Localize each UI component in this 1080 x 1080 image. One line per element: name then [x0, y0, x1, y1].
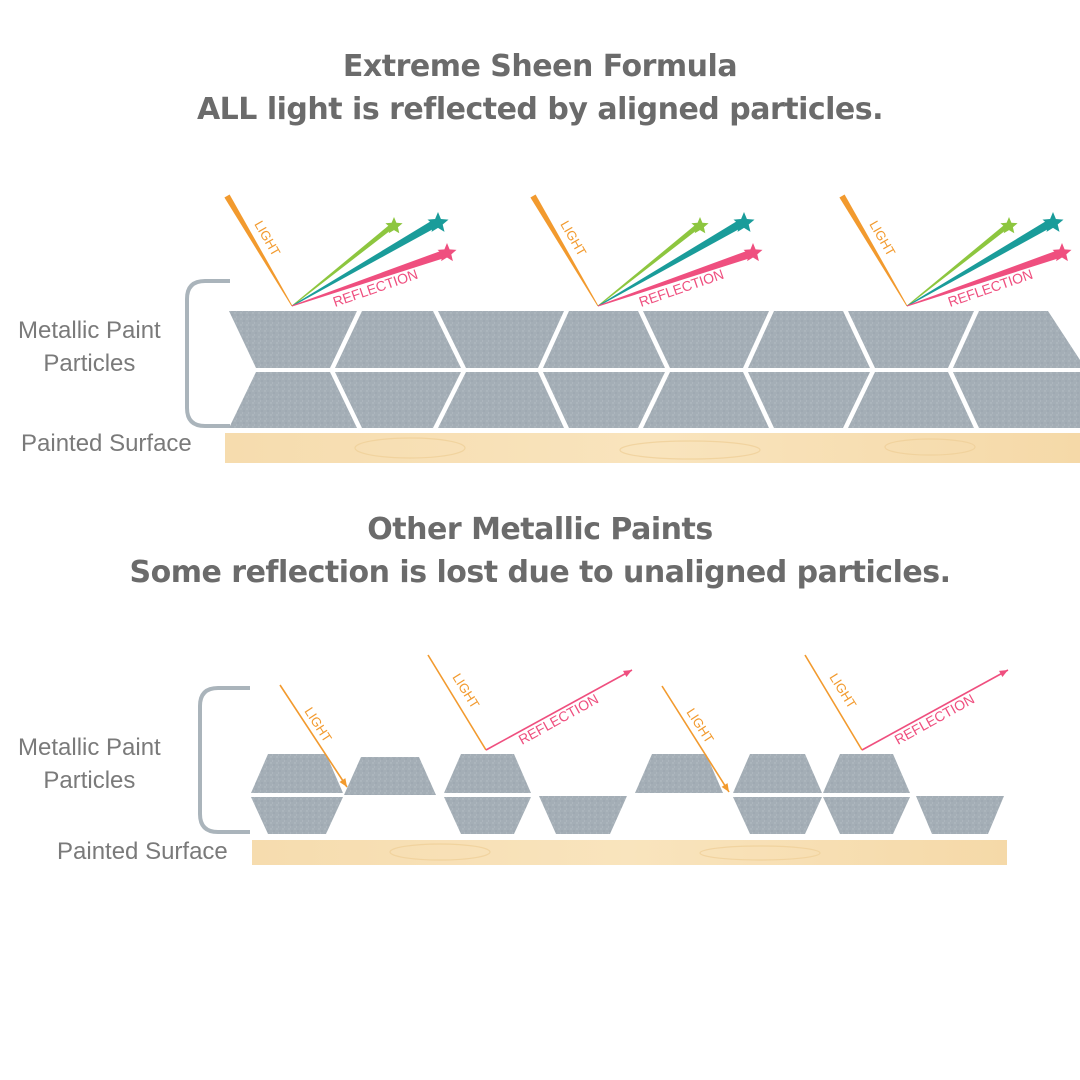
particle — [823, 754, 910, 793]
light-ray — [530, 194, 599, 307]
green-star-icon — [691, 217, 709, 234]
particle — [848, 311, 974, 368]
particle — [251, 797, 343, 834]
surface-label-bottom: Painted Surface — [57, 838, 228, 865]
particle — [335, 311, 461, 368]
wood-grain-bottom — [389, 843, 821, 861]
light-label: LIGHT — [866, 218, 898, 259]
particle — [953, 372, 1080, 428]
light-arrow — [661, 685, 730, 793]
particles-label-bottom-line2: Particles — [43, 767, 136, 794]
light-label: LIGHT — [557, 218, 589, 259]
wood-grain-top — [354, 437, 976, 460]
particles-label-bottom-line1: Metallic Paint — [18, 734, 161, 761]
particle — [823, 797, 910, 834]
reflection-arrow — [485, 669, 633, 751]
particle — [335, 372, 461, 428]
particle — [635, 754, 723, 793]
particle — [229, 372, 357, 428]
particle — [916, 796, 1004, 834]
light-label: LIGHT — [251, 218, 283, 259]
pink-reflection — [906, 250, 1061, 307]
particle — [543, 372, 665, 428]
particles-label-top-line2: Particles — [43, 350, 136, 377]
pink-reflection — [597, 250, 752, 307]
particles-label-top: Metallic Paint Particles — [18, 314, 161, 380]
particles-bracket-top — [185, 279, 230, 428]
light-arrow-arrowhead — [339, 778, 347, 787]
particle — [251, 754, 343, 793]
painted-surface-top — [225, 433, 1080, 463]
green-reflection — [597, 224, 700, 307]
pink-reflection — [291, 250, 446, 307]
reflect-ray-group-1: LIGHT REFLECTION — [427, 654, 633, 751]
teal-star-icon — [427, 212, 449, 232]
reflect-ray-group-2: LIGHT REFLECTION — [804, 654, 1009, 751]
top-title-line1: Extreme Sheen Formula — [342, 49, 738, 84]
reflection-arrow — [861, 669, 1009, 751]
green-star-icon — [385, 217, 403, 234]
light-arrow-arrowhead — [721, 783, 729, 792]
teal-reflection — [906, 220, 1051, 307]
particle — [539, 796, 627, 834]
reflection-arrow-arrowhead — [623, 670, 632, 678]
pink-star-icon — [437, 243, 457, 262]
particle — [543, 311, 665, 368]
teal-star-icon — [1042, 212, 1064, 232]
aligned-particles — [229, 311, 1080, 428]
particle — [444, 754, 531, 793]
particle — [344, 757, 436, 795]
green-reflection — [906, 224, 1009, 307]
particle — [643, 311, 769, 368]
green-reflection — [291, 224, 394, 307]
particles-label-top-line1: Metallic Paint — [18, 317, 161, 344]
bottom-title-line2: Some reflection is lost due to unaligned… — [129, 555, 951, 590]
light-label: LIGHT — [826, 671, 859, 711]
bottom-title-line1: Other Metallic Paints — [367, 512, 713, 547]
light-line — [804, 654, 863, 751]
teal-reflection — [597, 220, 742, 307]
pink-star-icon — [1052, 243, 1072, 262]
top-title-line2: ALL light is reflected by aligned partic… — [196, 92, 884, 127]
particle — [733, 754, 822, 793]
particle — [438, 372, 564, 428]
reflection-label: REFLECTION — [892, 691, 977, 748]
reflection-arrow-arrowhead — [999, 670, 1008, 678]
pink-star-icon — [743, 243, 763, 262]
particle — [229, 311, 357, 368]
light-ray — [224, 194, 293, 307]
particle — [748, 372, 870, 428]
teal-star-icon — [733, 212, 755, 232]
particle — [748, 311, 870, 368]
unaligned-particles — [251, 754, 1004, 834]
light-ray — [839, 194, 908, 307]
top-brackets — [185, 279, 230, 428]
light-label: LIGHT — [683, 705, 716, 745]
particle — [953, 311, 1080, 368]
particle — [444, 797, 531, 834]
teal-reflection — [291, 220, 436, 307]
particles-label-bottom: Metallic Paint Particles — [18, 731, 161, 797]
light-arrow — [279, 684, 348, 788]
painted-surface-bottom — [252, 840, 1007, 865]
particle — [643, 372, 769, 428]
particle — [438, 311, 564, 368]
light-line — [427, 654, 487, 751]
reflection-label: REFLECTION — [516, 691, 601, 748]
particles-bracket-bottom — [198, 686, 250, 834]
green-star-icon — [1000, 217, 1018, 234]
particle — [848, 372, 974, 428]
bottom-title: Other Metallic Paints Some reflection is… — [0, 508, 1080, 594]
light-label: LIGHT — [449, 671, 482, 711]
top-title: Extreme Sheen Formula ALL light is refle… — [0, 45, 1080, 131]
surface-label-top: Painted Surface — [21, 430, 192, 457]
particle — [733, 797, 822, 834]
